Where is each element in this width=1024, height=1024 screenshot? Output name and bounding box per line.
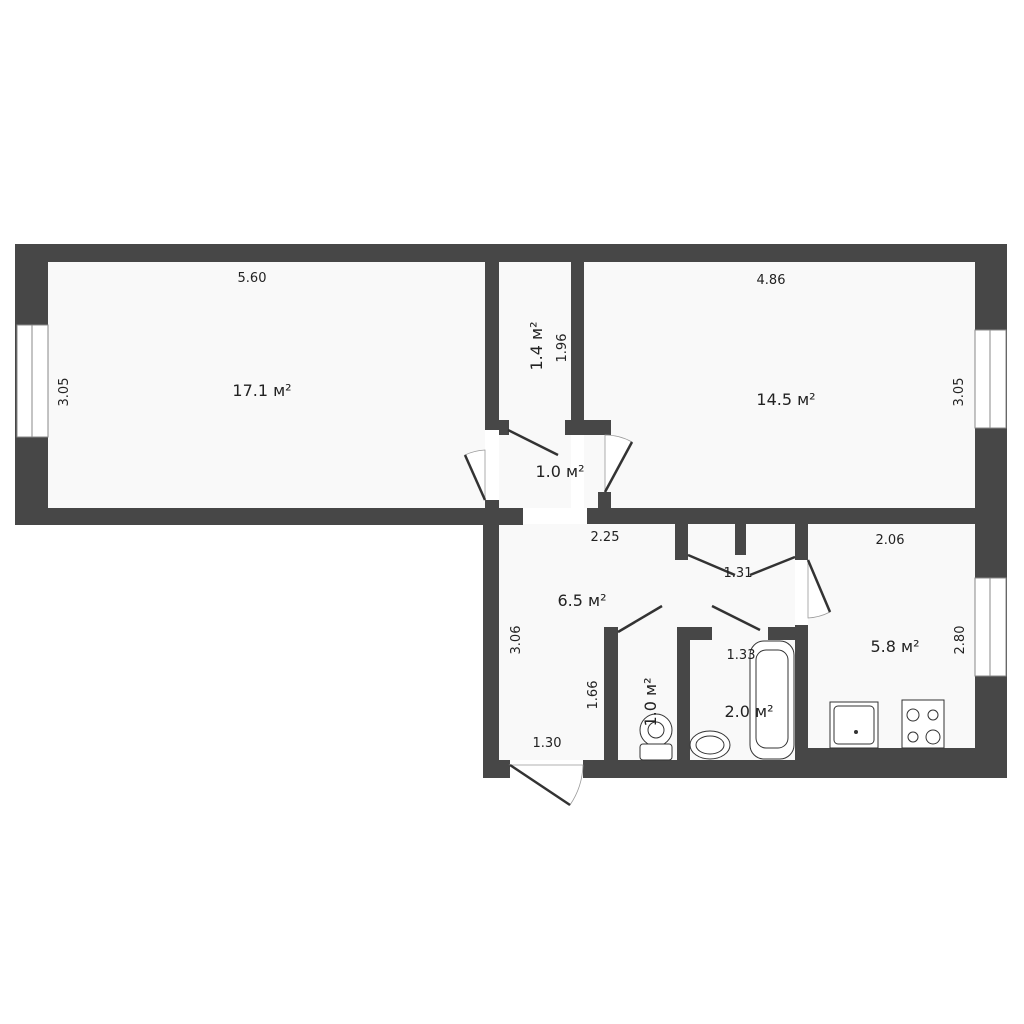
dim-hall-height: 3.06: [509, 626, 524, 655]
dim-kitchen-width: 2.06: [876, 533, 905, 548]
walls: [15, 244, 1007, 778]
window-left: [16, 324, 49, 438]
door-large-room[interactable]: [463, 449, 487, 501]
door-closet[interactable]: [507, 428, 559, 457]
area-label-right-room: 14.5 м²: [756, 390, 815, 409]
kitchen-sink-fixture: [829, 701, 879, 749]
floor-right-room: [584, 262, 975, 508]
door-bathroom[interactable]: [711, 604, 761, 632]
door-entrance[interactable]: [508, 763, 584, 807]
bathtub-fixture: [749, 640, 795, 760]
dim-hall-height-2: 1.66: [586, 681, 601, 710]
toilet-fixture: [639, 713, 673, 761]
door-hall-closet-right[interactable]: [749, 555, 796, 577]
dim-hall-width: 2.25: [591, 530, 620, 545]
floor-closet: [499, 262, 571, 508]
dim-bathroom-width: 1.33: [727, 648, 756, 663]
dim-hall-closet-width: 1.31: [724, 566, 753, 581]
door-hall-closet-left[interactable]: [687, 553, 736, 577]
area-label-bathroom: 2.0 м²: [724, 702, 773, 721]
stove-fixture: [901, 699, 945, 749]
area-label-vestibule: 1.0 м²: [535, 462, 584, 481]
door-toilet[interactable]: [617, 604, 663, 634]
area-label-closet: 1.4 м²: [527, 321, 546, 370]
dim-right-room-height: 3.05: [952, 378, 967, 407]
dim-kitchen-height: 2.80: [953, 626, 968, 655]
sink-fixture: [689, 730, 731, 760]
area-label-large-room: 17.1 м²: [232, 381, 291, 400]
dim-large-room-width: 5.60: [238, 271, 267, 286]
area-label-kitchen: 5.8 м²: [870, 637, 919, 656]
door-right-room[interactable]: [603, 434, 634, 493]
door-kitchen[interactable]: [806, 559, 832, 619]
dim-right-room-width: 4.86: [757, 273, 786, 288]
area-label-toilet: 1.0 м²: [641, 677, 660, 726]
window-kitchen: [974, 577, 1007, 677]
dim-large-room-height: 3.05: [57, 378, 72, 407]
window-right-room: [974, 329, 1007, 429]
dim-closet-height: 1.96: [555, 334, 570, 363]
area-label-hall: 6.5 м²: [557, 591, 606, 610]
dim-hall-width-2: 1.30: [533, 736, 562, 751]
floor-large-room: [48, 262, 485, 508]
